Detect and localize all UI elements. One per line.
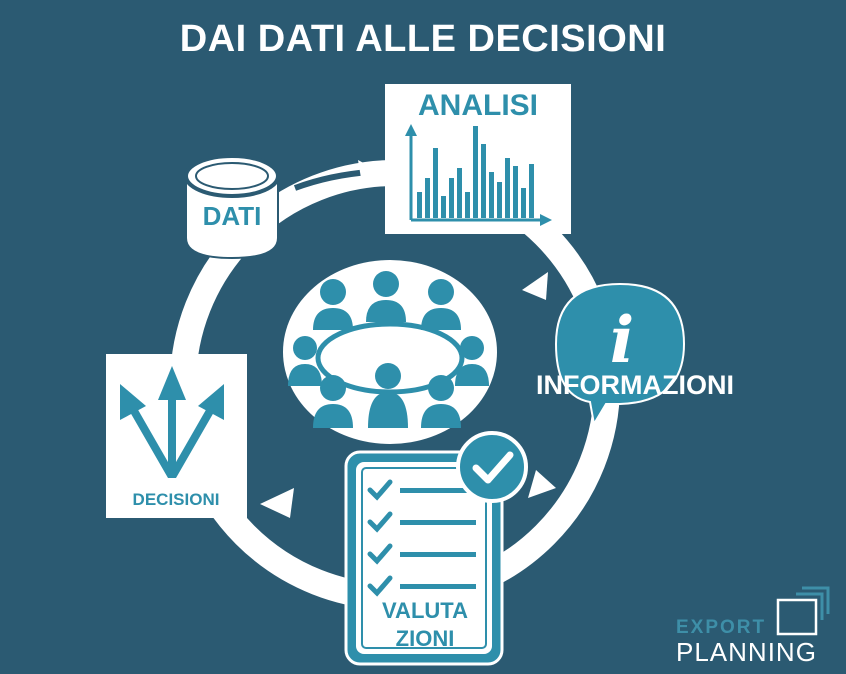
valutazioni-label-line2: ZIONI (396, 626, 455, 651)
checkmark-badge-icon (456, 431, 528, 503)
decisioni-label: DECISIONI (133, 490, 220, 509)
page-title: DAI DATI ALLE DECISIONI (179, 18, 667, 60)
arrow-dati-to-analisi (293, 160, 380, 191)
logo-text-export: EXPORT (676, 617, 767, 638)
arrow-informazioni-to-valutazioni (528, 470, 556, 498)
informazioni-label: INFORMAZIONI (536, 370, 734, 400)
analisi-chart-panel: ANALISI (385, 84, 571, 234)
valutazioni-checklist: VALUTA ZIONI (344, 450, 504, 666)
informazioni-info-bubble: i INFORMAZIONI (536, 282, 734, 427)
analisi-bars (417, 126, 534, 218)
arrow-valutazioni-to-decisioni (260, 488, 294, 518)
logo-text-planning: PLANNING (676, 637, 817, 667)
dati-label: DATI (203, 201, 262, 231)
decisioni-panel: DECISIONI (106, 354, 247, 518)
branching-arrows-icon (120, 366, 224, 478)
dati-database-icon: DATI (184, 154, 280, 260)
export-planning-logo-mark (776, 586, 830, 636)
valutazioni-label-line1: VALUTA (382, 598, 468, 623)
arrow-analisi-to-informazioni (522, 272, 548, 300)
analisi-label: ANALISI (418, 89, 538, 122)
team-meeting-icon (283, 260, 497, 444)
info-icon: i (610, 303, 634, 378)
